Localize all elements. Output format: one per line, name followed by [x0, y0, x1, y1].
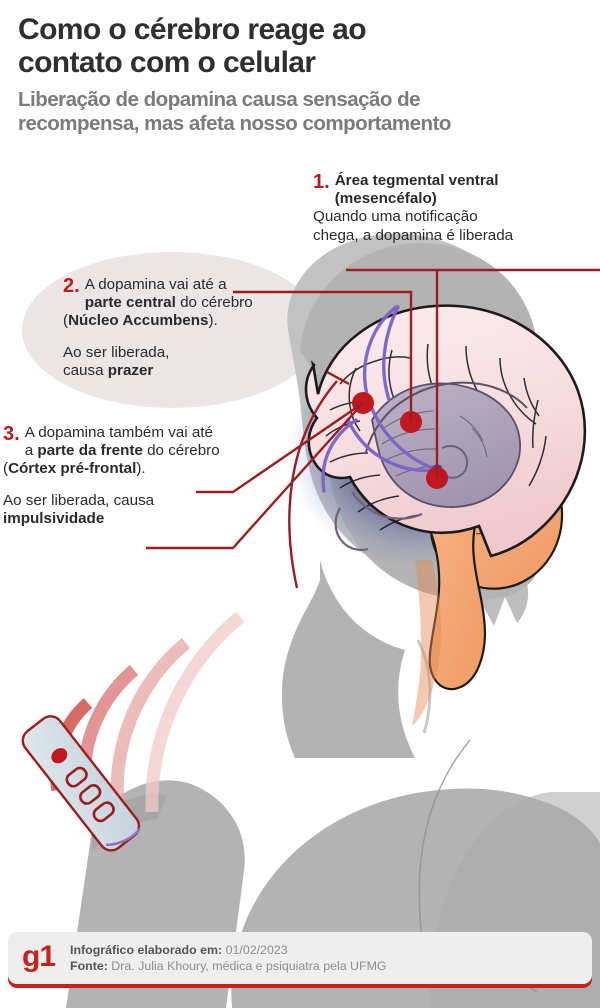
phone-button-1 [65, 766, 88, 788]
callout-3-text: A dopamina também vai até a parte da fre… [3, 424, 283, 528]
dopamine-pathways [321, 305, 439, 493]
callout-3-line-2-post: do cérebro [142, 442, 220, 460]
page-title: Como o cérebro reage ao contato com o ce… [18, 13, 600, 79]
leader-lines [146, 268, 600, 589]
title-line-1: Como o cérebro reage ao [18, 13, 367, 46]
leader-2 [233, 290, 413, 422]
callout-2-number: 2. [63, 275, 80, 297]
callout-2-sub-line-1: Ao ser liberada, [63, 343, 170, 361]
footer-credit-value: 01/02/2023 [222, 943, 288, 957]
callout-3-line-3-pre: ( [3, 460, 9, 478]
footer-source-label: Fonte: [70, 959, 108, 973]
phone-button-2 [79, 783, 102, 805]
callout-3-line-3-post: ). [136, 460, 146, 478]
callout-2-sub-line-2-bold: prazer [107, 361, 154, 379]
callout-1-heading-line-1: Área tegmental ventral [334, 172, 499, 189]
callout-1-body-line-1: Quando uma notificação [313, 208, 478, 226]
header: Como o cérebro reage ao contato com o ce… [18, 13, 600, 135]
callout-3-line-1: A dopamina também vai até [24, 424, 213, 441]
callout-3-number: 3. [3, 423, 20, 445]
callout-2-line-3-bold: Núcleo Accumbens [68, 312, 209, 330]
callout-3-spacer [3, 479, 283, 492]
footer-credit-bar: g1 Infográfico elaborado em: 01/02/2023 … [8, 932, 592, 988]
footer-credit-line: Infográfico elaborado em: 01/02/2023 [70, 943, 288, 959]
footer-source-line: Fonte: Dra. Julia Khoury, médica e psiqu… [70, 959, 387, 975]
callout-1-body-line-2: chega, a dopamina é liberada [313, 226, 514, 244]
callout-2-line-3-post: ). [208, 312, 218, 330]
ventricle [439, 444, 469, 479]
callout-3-sub-line-2-bold: impulsividade [3, 509, 105, 527]
footer-panel [8, 932, 592, 984]
callout-2-line-1: A dopamina vai até a [84, 276, 227, 293]
callout-3-sub-line-1: Ao ser liberada, causa [3, 491, 155, 509]
callout-1: 1. Área tegmental ventral (mesencéfalo) … [313, 172, 598, 245]
callout-2: 2. A dopamina vai até a parte central do… [63, 276, 313, 380]
callout-3-line-2-bold: parte da frente [37, 442, 143, 460]
page-subtitle: Liberação de dopamina causa sensação de … [18, 88, 600, 134]
callout-3: 3. A dopamina também vai até a parte da … [3, 424, 283, 528]
callout-2-line-3-pre: ( [63, 312, 69, 330]
callout-1-number: 1. [313, 171, 330, 193]
leader-2-arrowhead [326, 370, 350, 386]
callout-3-line-2-pre: a [24, 442, 38, 460]
callout-2-line-2: do cérebro [175, 294, 253, 312]
callout-2-spacer [63, 331, 313, 344]
footer-credit-label: Infográfico elaborado em: [70, 943, 223, 957]
brain-illustration [304, 304, 587, 726]
callout-1-text: Área tegmental ventral (mesencéfalo) Qua… [313, 172, 598, 245]
title-line-2: contato com o celular [18, 45, 316, 79]
phone [21, 715, 142, 852]
phone-button-3 [92, 801, 115, 823]
callout-2-text: A dopamina vai até a parte central do cé… [63, 276, 313, 380]
subtitle-line-1: Liberação de dopamina causa sensação de [18, 88, 421, 112]
callout-3-line-3-bold: Córtex pré-frontal [8, 460, 137, 478]
phone-camera [51, 748, 68, 764]
leader-3b [146, 402, 364, 550]
callout-2-sub-line-2: causa [63, 361, 108, 379]
g1-logo[interactable]: g1 [22, 940, 56, 973]
leader-3a [196, 402, 364, 494]
footer-source-value: Dra. Julia Khoury, médica e psiquiatra p… [107, 959, 387, 973]
callout-2-line-2-bold: parte central [84, 294, 176, 312]
subtitle-line-2: recompensa, mas afeta nosso comportament… [18, 111, 451, 135]
callout-1-heading-line-2: (mesencéfalo) [334, 190, 437, 208]
